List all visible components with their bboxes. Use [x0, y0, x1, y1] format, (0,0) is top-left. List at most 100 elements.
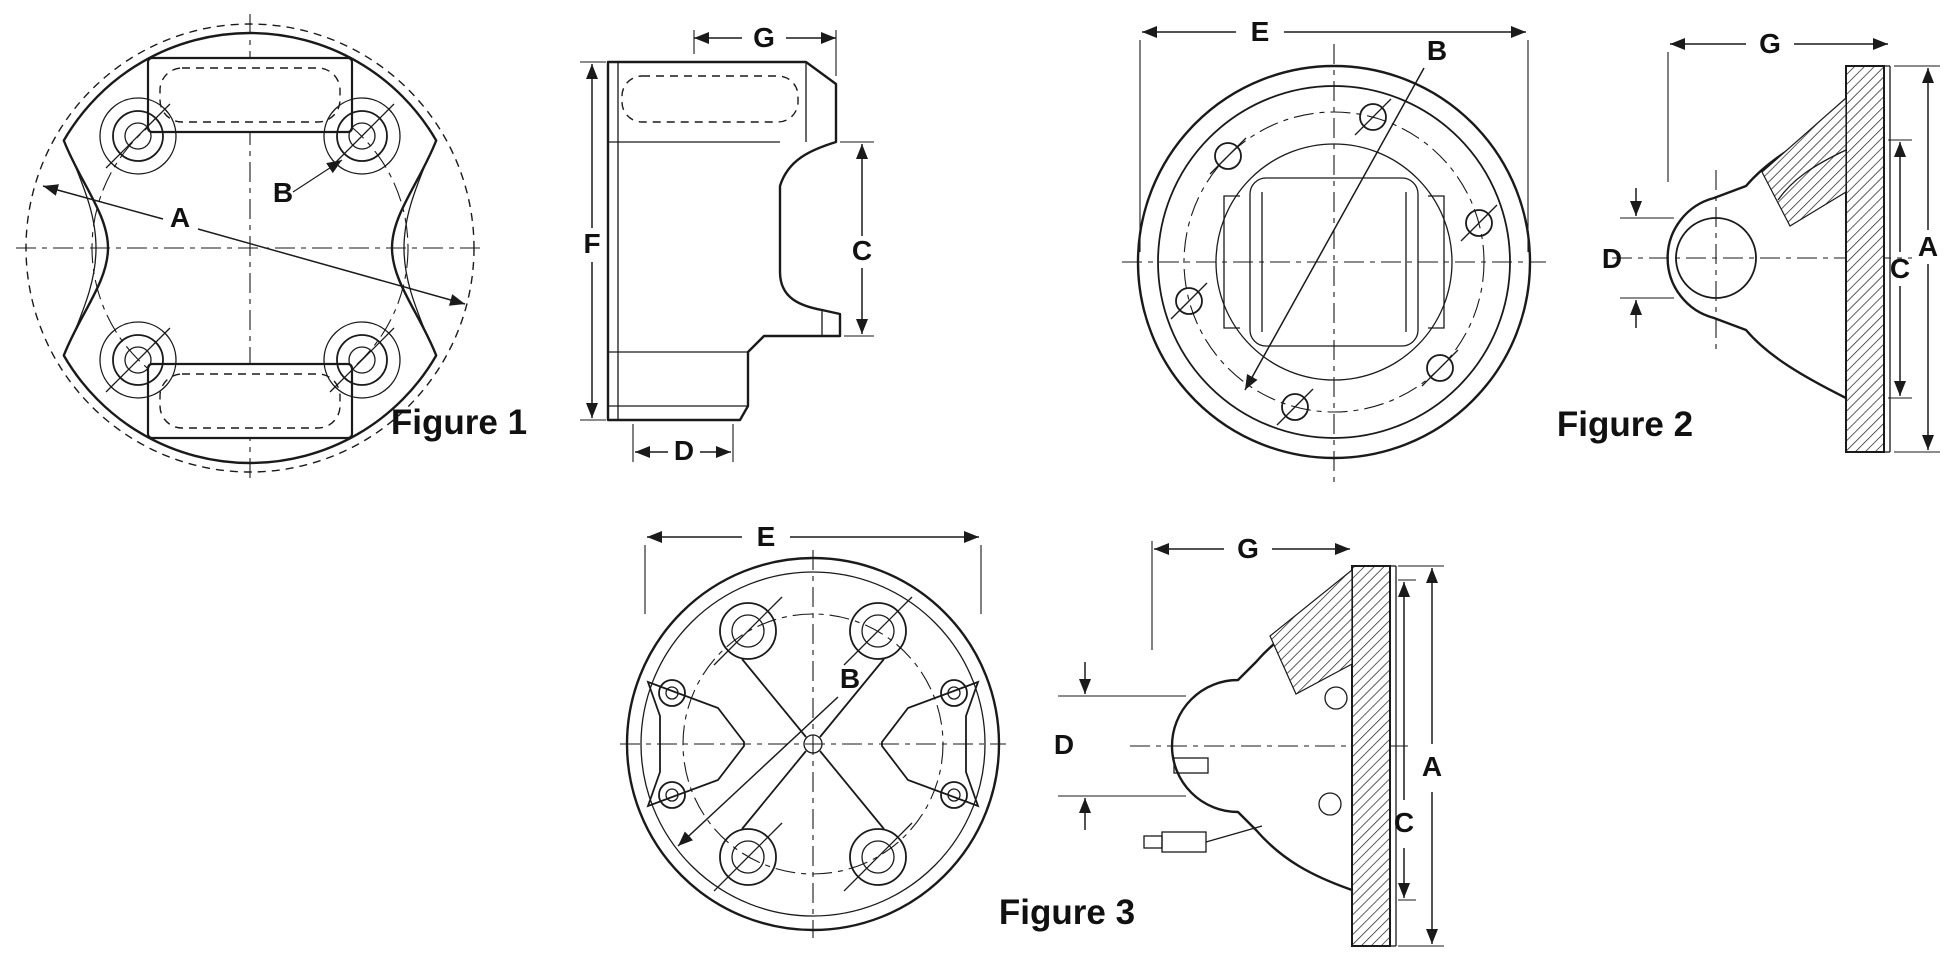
- fig3-dimension-a: A: [1398, 565, 1444, 947]
- fig2-dim-label-c: C: [1890, 253, 1910, 284]
- figure-2-front-view: E B: [1122, 16, 1546, 484]
- fig2-dim-label-g: G: [1759, 28, 1781, 59]
- fig3-outer-circle: [625, 556, 1001, 932]
- figure-2-side-view: G A C D: [1602, 28, 1940, 453]
- fig1-top-bearing-block: [146, 56, 354, 134]
- fig2-dimension-e: E: [1139, 16, 1529, 252]
- figure-3-side-view: G D A C: [1054, 533, 1444, 947]
- fig1-bolt-hole-top-left: [99, 97, 177, 175]
- fig2-bolt-hole-2: [1354, 98, 1392, 136]
- figure-1-side-view: G F C D: [580, 22, 874, 466]
- fig1-dimension-a: A: [42, 184, 466, 306]
- fig1-dim-label-f: F: [583, 228, 600, 259]
- fig1-dimension-f: F: [580, 61, 606, 421]
- fig1-dim-label-g: G: [753, 22, 775, 53]
- fig2-dim-label-a: A: [1918, 231, 1938, 262]
- fig2-pilot-circle: [1215, 143, 1453, 381]
- fig1-left-waist-inner-curve: [71, 157, 97, 339]
- fig1-bottom-bearing-block: [146, 362, 354, 440]
- fig1-bolt-hole-bottom-left: [99, 321, 177, 399]
- fig1-bottom-bearing-hidden: [159, 373, 341, 429]
- fig2-side-bore-circle: [1675, 217, 1757, 299]
- fig3-side-hub-outline: [1170, 600, 1354, 892]
- fig2-dimension-c: C: [1888, 139, 1912, 399]
- fig1-top-bearing-hidden: [159, 67, 341, 123]
- fig3-yoke-v-lines: [741, 658, 885, 830]
- fig2-dim-label-b: B: [1427, 35, 1447, 66]
- fig3-dimension-g: G: [1151, 533, 1350, 650]
- fig2-dimension-g: G: [1667, 28, 1888, 182]
- fig3-large-bolt-hole-top-left: [713, 596, 783, 666]
- fig2-left-bracket: [1223, 195, 1240, 329]
- fig2-outer-circle: [1136, 64, 1532, 460]
- fig3-side-nut-tip: [1143, 835, 1163, 849]
- fig3-dim-label-b: B: [840, 663, 860, 694]
- fig2-bolt-hole-1: [1460, 204, 1498, 242]
- fig3-dimension-e: E: [644, 521, 982, 614]
- fig3-side-nut-leader: [1205, 825, 1263, 843]
- fig2-dim-label-e: E: [1251, 16, 1270, 47]
- fig3-small-bolt-holes: [658, 679, 968, 809]
- fig1-side-hidden-bore: [621, 75, 799, 123]
- figure-3: E B G: [620, 521, 1444, 947]
- fig3-center-pilot: [803, 734, 823, 754]
- fig2-dimension-b: B: [1244, 35, 1447, 391]
- fig2-center-square: [1249, 177, 1419, 347]
- fig3-bolt-circle-centerline: [682, 613, 944, 875]
- fig2-bolt-hole-6: [1421, 349, 1459, 387]
- fig2-side-web-hatch: [1761, 96, 1847, 227]
- fig3-right-wing: [881, 680, 980, 808]
- fig2-side-flange-plate: [1845, 65, 1885, 453]
- fig3-large-bolt-hole-bottom-left: [713, 822, 783, 892]
- fig2-dim-label-d: D: [1602, 243, 1622, 274]
- fig3-small-hole-right-lower: [940, 781, 968, 809]
- fig1-dim-label-c: C: [852, 235, 872, 266]
- fig1-dim-label-a: A: [170, 202, 190, 233]
- fig3-side-detail-circle-upper: [1324, 686, 1348, 710]
- figure-1: A B G: [16, 14, 874, 482]
- fig3-side-nut: [1161, 831, 1207, 853]
- fig2-rim-circle: [1157, 85, 1511, 439]
- fig2-dimension-a: A: [1894, 65, 1940, 453]
- fig3-dimension-c: C: [1394, 579, 1416, 901]
- figure-1-front-view: A B: [16, 14, 484, 482]
- fig2-bolt-hole-3: [1209, 137, 1247, 175]
- fig3-large-bolt-hole-bottom-right: [843, 822, 913, 892]
- fig1-dimension-d: D: [632, 424, 734, 466]
- fig1-bolt-hole-top-right: [323, 97, 401, 175]
- figure-3-caption: Figure 3: [999, 893, 1135, 932]
- fig3-dim-label-g: G: [1237, 533, 1259, 564]
- fig1-dimension-b: B: [273, 159, 343, 208]
- fig3-dim-label-e: E: [757, 521, 776, 552]
- figure-3-front-view: E B: [620, 521, 1006, 938]
- fig2-side-hub-outline: [1666, 116, 1848, 400]
- fig1-dim-label-d: D: [674, 435, 694, 466]
- fig3-small-hole-left-upper: [658, 679, 686, 707]
- fig3-small-hole-left-lower: [658, 781, 686, 809]
- fig1-yoke-outline: [62, 31, 438, 465]
- fig1-bolt-hole-bottom-right: [323, 321, 401, 399]
- fig3-small-hole-right-upper: [940, 679, 968, 707]
- fig3-dim-label-c: C: [1394, 807, 1414, 838]
- fig3-dimension-b: B: [677, 663, 860, 847]
- fig2-bolt-hole-4: [1170, 282, 1208, 320]
- figure-1-caption: Figure 1: [391, 403, 527, 442]
- fig2-right-bracket: [1428, 195, 1445, 329]
- fig2-bolt-holes: [1170, 98, 1498, 426]
- fig1-side-outline: [606, 60, 842, 422]
- fig3-large-bolt-hole-top-right: [843, 596, 913, 666]
- fig3-left-wing: [646, 680, 745, 808]
- fig1-dimension-c: C: [840, 141, 874, 337]
- fig2-side-web-curve: [1777, 149, 1847, 201]
- fig3-rim-circle: [640, 571, 986, 917]
- fig3-side-detail-circle-lower: [1318, 792, 1342, 816]
- fig3-side-web-hatch: [1269, 568, 1353, 695]
- fig3-dimension-d: D: [1054, 662, 1186, 830]
- figure-2: E B G: [1122, 16, 1940, 484]
- fig2-bolt-circle-centerline: [1183, 111, 1485, 413]
- fig1-dim-label-b: B: [273, 177, 293, 208]
- fig1-dimension-g: G: [693, 22, 837, 76]
- figure-2-caption: Figure 2: [1557, 405, 1693, 444]
